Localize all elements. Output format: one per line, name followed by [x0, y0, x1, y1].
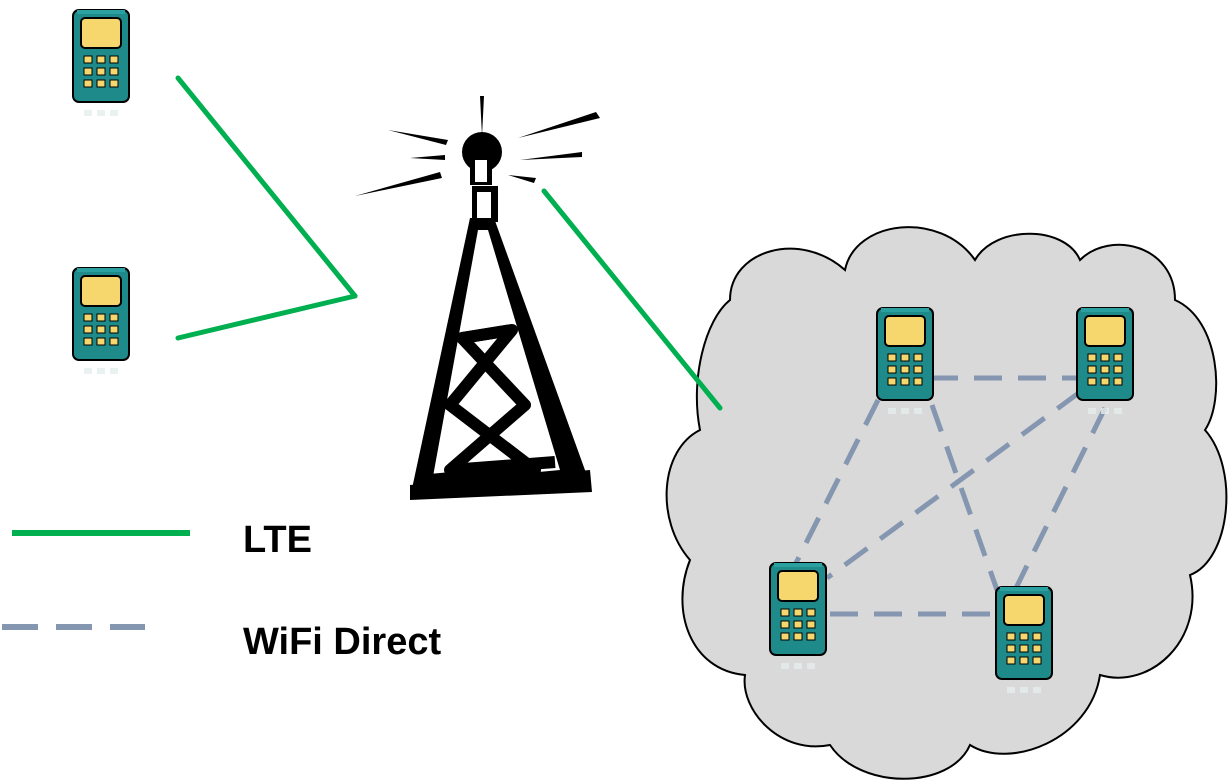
lte-link-middle-phone [175, 293, 358, 341]
mobile-phone-icon [769, 562, 827, 670]
cell-tower-icon [355, 96, 600, 500]
cloud-shape [665, 226, 1228, 780]
legend-lte-label: LTE [243, 519, 312, 561]
lte-link-cloud [541, 188, 723, 411]
mobile-phone-icon [72, 9, 130, 117]
mobile-phone-icon [72, 267, 130, 375]
legend-wifi-label: WiFi Direct [243, 621, 441, 663]
lte-links [175, 75, 723, 411]
legend: LTE WiFi Direct [2, 519, 441, 663]
mobile-phone-icon [1076, 307, 1134, 415]
mobile-phone-icon [876, 307, 934, 415]
lte-link-top-phone [175, 75, 358, 299]
wifi-direct-links [792, 375, 1108, 617]
mobile-phone-icon [995, 586, 1053, 694]
